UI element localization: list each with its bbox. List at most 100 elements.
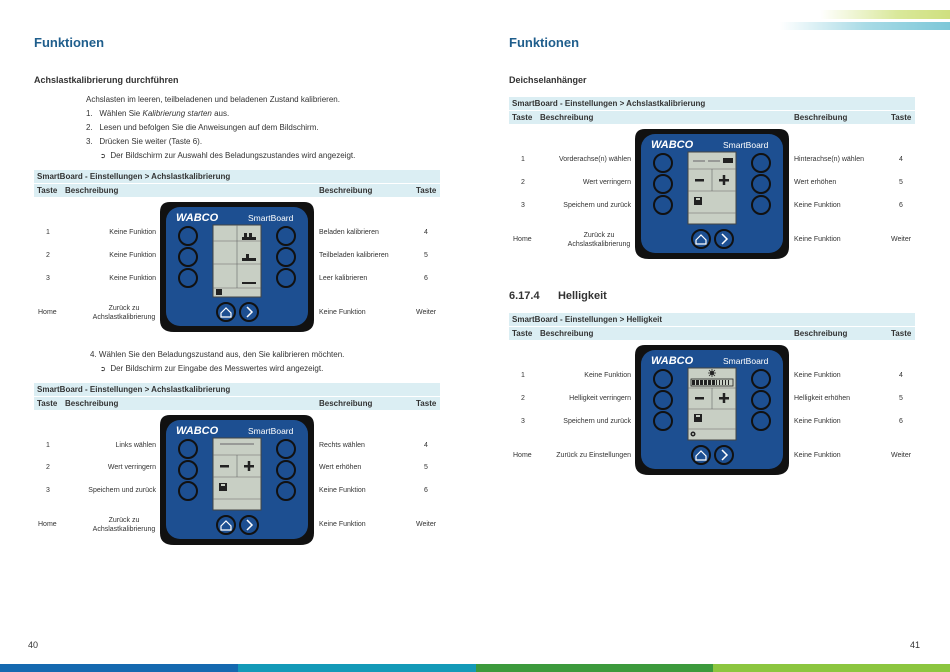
table-cell: 1	[46, 229, 50, 236]
table-cell: Home	[38, 521, 57, 528]
step-3: 3. Drücken Sie weiter (Taste 6).	[86, 137, 202, 146]
brightness-bar	[690, 378, 734, 387]
table-cell: Vorderachse(n) wählen	[559, 156, 631, 163]
home-button[interactable]	[216, 302, 236, 322]
smartboard-device: WABCO SmartBoard	[635, 345, 789, 480]
table-cell: 6	[899, 202, 903, 209]
key-3[interactable]	[653, 411, 673, 431]
minus-icon	[695, 179, 704, 182]
next-button[interactable]	[714, 229, 734, 249]
table-cell: Keine Funktion	[584, 372, 631, 379]
table-cell: Keine Funktion	[109, 275, 156, 282]
key-2[interactable]	[178, 247, 198, 267]
table-cell: Weiter	[416, 521, 437, 528]
table-cell: Home	[513, 236, 532, 243]
home-icon	[220, 307, 232, 318]
table-cell: Rechts wählen	[319, 442, 365, 449]
plus-icon	[719, 393, 729, 403]
key-3[interactable]	[178, 481, 198, 501]
save-icon	[219, 483, 227, 491]
key-1[interactable]	[653, 153, 673, 173]
key-5[interactable]	[751, 390, 771, 410]
key-4[interactable]	[276, 226, 296, 246]
step-number: 3.	[86, 137, 93, 146]
table-cell: 2	[46, 252, 50, 259]
table-cell: 3	[46, 275, 50, 282]
col-beschreibung-right: Beschreibung	[319, 186, 373, 195]
table-cell: Keine Funktion	[319, 487, 366, 494]
key-2[interactable]	[653, 390, 673, 410]
col-beschreibung-right: Beschreibung	[319, 399, 373, 408]
step-number: 1.	[86, 109, 93, 118]
col-beschreibung-right: Beschreibung	[794, 113, 848, 122]
subsection-title: Helligkeit	[557, 290, 607, 302]
table-cell: 4	[424, 442, 428, 449]
table4-header: Taste Beschreibung Beschreibung Taste	[509, 327, 915, 340]
minus-icon	[695, 397, 704, 400]
smartboard-device: WABCO SmartBoard	[160, 202, 314, 337]
key-5[interactable]	[276, 460, 296, 480]
table-cell: 2	[46, 464, 50, 471]
col-taste-right: Taste	[416, 399, 437, 408]
intro-text: Achslasten im leeren, teilbeladenen und …	[86, 95, 340, 104]
col-beschreibung: Beschreibung	[65, 399, 119, 408]
step-number: 2.	[86, 123, 93, 132]
step-text: Wählen Sie	[99, 109, 143, 118]
key-1[interactable]	[178, 226, 198, 246]
next-button[interactable]	[239, 302, 259, 322]
key-4[interactable]	[276, 439, 296, 459]
table-title: SmartBoard - Einstellungen > Achslastkal…	[37, 385, 231, 394]
table-cell: Helligkeit erhöhen	[794, 395, 851, 402]
footer-bar-lime	[713, 664, 950, 672]
key-2[interactable]	[653, 174, 673, 194]
home-button[interactable]	[691, 229, 711, 249]
next-button[interactable]	[239, 515, 259, 535]
key-3[interactable]	[653, 195, 673, 215]
key-2[interactable]	[178, 460, 198, 480]
table-cell: Weiter	[891, 452, 912, 459]
key-6[interactable]	[751, 411, 771, 431]
save-icon	[216, 289, 222, 295]
col-taste: Taste	[512, 329, 533, 338]
table-cell: Wert erhöhen	[319, 464, 362, 471]
table-cell: Home	[513, 452, 532, 459]
table4-title: SmartBoard - Einstellungen > Helligkeit	[509, 313, 915, 326]
table-cell: 5	[424, 464, 428, 471]
col-taste-right: Taste	[891, 329, 912, 338]
table-cell: Speichern und zurück	[88, 487, 156, 494]
table-title: SmartBoard - Einstellungen > Achslastkal…	[37, 172, 231, 181]
home-button[interactable]	[691, 445, 711, 465]
table-cell: Leer kalibrieren	[319, 275, 368, 282]
home-button[interactable]	[216, 515, 236, 535]
key-6[interactable]	[276, 268, 296, 288]
section-heading-right: Deichselanhänger	[509, 75, 587, 85]
table-cell: 4	[899, 372, 903, 379]
home-icon	[695, 450, 707, 461]
key-5[interactable]	[751, 174, 771, 194]
key-1[interactable]	[653, 369, 673, 389]
table-cell: Teilbeladen kalibrieren	[319, 252, 389, 259]
chevron-right-icon	[246, 519, 254, 531]
next-button[interactable]	[714, 445, 734, 465]
key-5[interactable]	[276, 247, 296, 267]
table3-header: Taste Beschreibung Beschreibung Taste	[509, 111, 915, 124]
table-cell: Keine Funktion	[319, 309, 366, 316]
col-beschreibung-right: Beschreibung	[794, 329, 848, 338]
table-cell: Wert verringern	[582, 179, 631, 186]
model-label: SmartBoard	[723, 140, 769, 150]
key-1[interactable]	[178, 439, 198, 459]
model-label: SmartBoard	[248, 426, 294, 436]
table-cell: Wert verringern	[107, 464, 156, 471]
brand-logo: WABCO	[651, 139, 694, 151]
table-cell: Keine Funktion	[794, 452, 841, 459]
page-number-right: 41	[910, 640, 921, 650]
key-4[interactable]	[751, 153, 771, 173]
table-cell: 1	[521, 156, 525, 163]
key-3[interactable]	[178, 268, 198, 288]
table-cell: Speichern und zurück	[563, 202, 631, 209]
gear-icon	[690, 431, 696, 437]
key-6[interactable]	[751, 195, 771, 215]
key-6[interactable]	[276, 481, 296, 501]
home-icon	[220, 520, 232, 531]
key-4[interactable]	[751, 369, 771, 389]
